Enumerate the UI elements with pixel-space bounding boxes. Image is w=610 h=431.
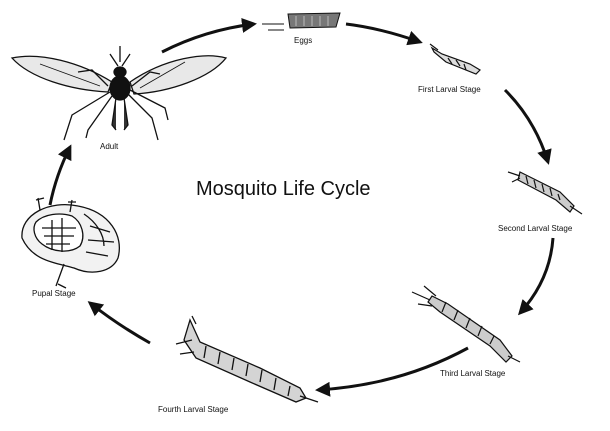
arrow-adult-to-eggs [162,24,254,52]
eggs-label: Eggs [294,37,312,45]
arrow-first-to-second-larval [505,90,548,162]
third-larval-stage-label: Third Larval Stage [440,370,505,378]
first-larval-illustration [430,44,480,74]
first-larval-stage-label: First Larval Stage [418,86,481,94]
arrow-pupal-to-adult [50,147,70,205]
fourth-larval-illustration [176,316,318,402]
diagram-title: Mosquito Life Cycle [196,178,371,201]
arrow-eggs-to-first-larval [346,24,420,42]
adult-label: Adult [100,143,118,151]
pupal-stage-label: Pupal Stage [32,290,76,298]
second-larval-illustration [508,172,582,214]
arrow-second-to-third-larval [520,238,553,313]
pupal-illustration [22,198,119,288]
eggs-illustration [262,13,340,30]
fourth-larval-stage-label: Fourth Larval Stage [158,406,228,414]
arrow-fourth-larval-to-pupal [90,303,150,343]
second-larval-stage-label: Second Larval Stage [498,225,572,233]
adult-mosquito-illustration [12,46,226,140]
